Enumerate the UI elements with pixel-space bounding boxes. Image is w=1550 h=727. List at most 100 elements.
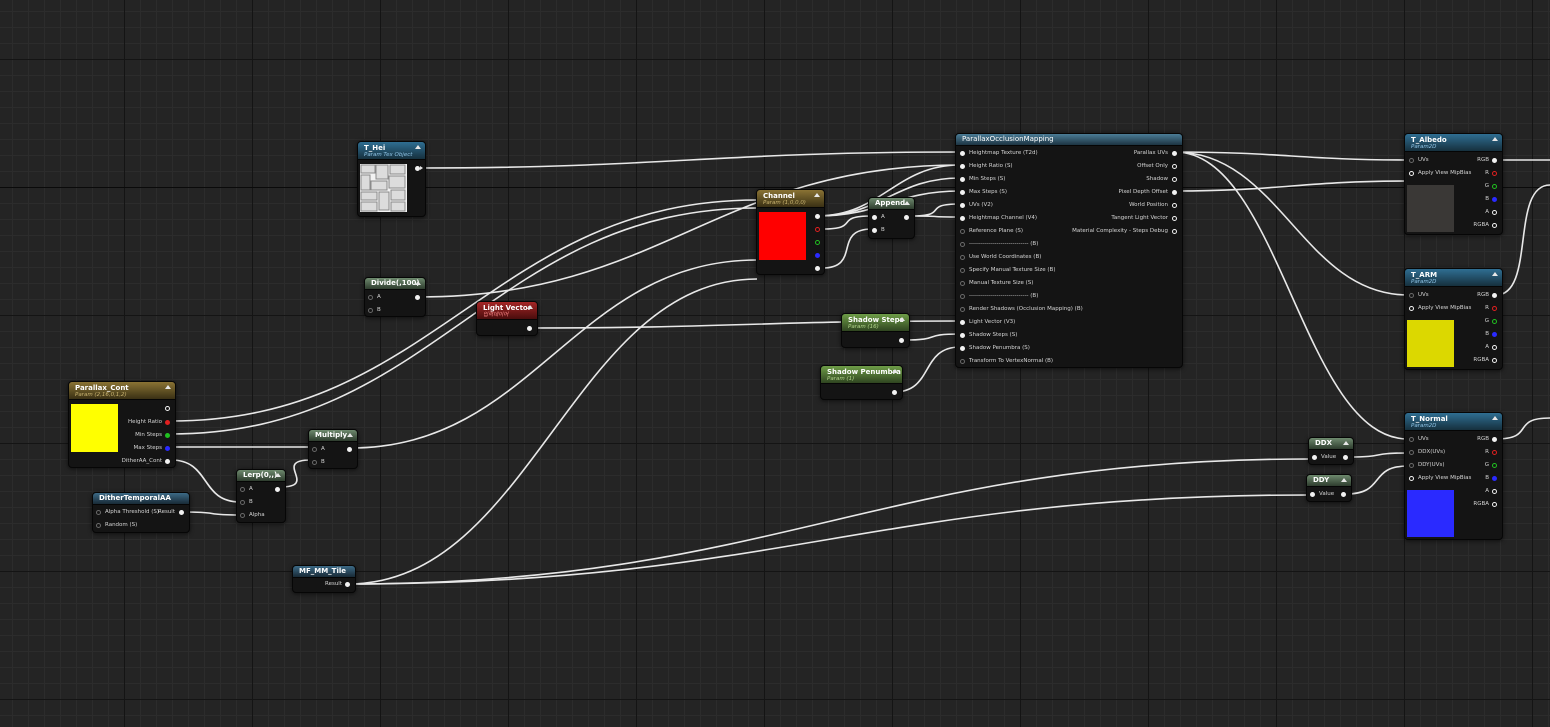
- alpha-threshold-input-pin[interactable]: [96, 510, 101, 515]
- a-output-pin[interactable]: [815, 266, 820, 271]
- node-shadow-penumbra[interactable]: Shadow Penumbra Param (1): [820, 365, 903, 400]
- texture-output-pin[interactable]: [1492, 171, 1497, 176]
- node-header[interactable]: Divide(,100): [365, 278, 425, 290]
- input-pin-b[interactable]: [368, 308, 373, 313]
- pom-input-pin[interactable]: [960, 177, 965, 182]
- node-mf-mm-tile[interactable]: MF_MM_Tile Result: [292, 565, 356, 593]
- collapse-arrow-icon[interactable]: [165, 385, 171, 389]
- pom-input-pin[interactable]: [960, 151, 965, 156]
- collapse-arrow-icon[interactable]: [1492, 416, 1498, 420]
- node-header[interactable]: T_Albedo Param2D: [1405, 134, 1502, 152]
- texture-output-pin[interactable]: [1492, 489, 1497, 494]
- node-header[interactable]: Append: [869, 198, 914, 210]
- texture-output-pin[interactable]: [1492, 345, 1497, 350]
- g-output-pin[interactable]: [815, 240, 820, 245]
- node-divide[interactable]: Divide(,100) A B: [364, 277, 426, 317]
- output-pin[interactable]: [904, 215, 909, 220]
- rgba-output-pin[interactable]: [165, 406, 170, 411]
- node-multiply[interactable]: Multiply A B: [308, 429, 358, 469]
- texture-output-pin[interactable]: [1492, 332, 1497, 337]
- rgba-output-pin[interactable]: [815, 214, 820, 219]
- node-header[interactable]: Shadow Steps Param (16): [842, 314, 909, 332]
- pom-output-pin[interactable]: [1172, 177, 1177, 182]
- collapse-arrow-icon[interactable]: [1492, 137, 1498, 141]
- output-pin[interactable]: [1343, 455, 1348, 460]
- result-output-pin[interactable]: [179, 510, 184, 515]
- pom-output-pin[interactable]: [1172, 203, 1177, 208]
- input-pin-b[interactable]: [240, 500, 245, 505]
- texture-output-pin[interactable]: [1492, 450, 1497, 455]
- pom-input-pin[interactable]: [960, 190, 965, 195]
- output-pin[interactable]: [527, 326, 532, 331]
- texture-output-pin[interactable]: [1492, 158, 1497, 163]
- pom-input-pin[interactable]: [960, 307, 965, 312]
- output-pin[interactable]: [892, 390, 897, 395]
- node-header[interactable]: DDY: [1307, 475, 1351, 487]
- pom-input-pin[interactable]: [960, 333, 965, 338]
- texture-output-pin[interactable]: [1492, 319, 1497, 324]
- pom-output-pin[interactable]: [1172, 151, 1177, 156]
- node-lerp[interactable]: Lerp(0,,) A B Alpha: [236, 469, 286, 523]
- texture-output-pin[interactable]: [1492, 210, 1497, 215]
- node-header[interactable]: T_Normal Param2D: [1405, 413, 1502, 431]
- texture-output-pin[interactable]: [1492, 293, 1497, 298]
- node-header[interactable]: Parallax_Cont Param (2,16,0,1,2): [69, 382, 175, 400]
- texture-input-pin[interactable]: [1409, 293, 1414, 298]
- node-header[interactable]: Light Vector 입력데이어: [477, 302, 537, 320]
- texture-output-pin[interactable]: [1492, 306, 1497, 311]
- node-header[interactable]: DitherTemporalAA: [93, 493, 189, 505]
- pom-input-pin[interactable]: [960, 229, 965, 234]
- texture-output-pin[interactable]: [1492, 463, 1497, 468]
- collapse-arrow-icon[interactable]: [904, 201, 910, 205]
- result-output-pin[interactable]: [345, 582, 350, 587]
- pom-input-pin[interactable]: [960, 281, 965, 286]
- texture-output-pin[interactable]: [1492, 476, 1497, 481]
- pom-input-pin[interactable]: [960, 164, 965, 169]
- texture-input-pin[interactable]: [1409, 306, 1414, 311]
- node-header[interactable]: Channel Param (1,0,0,0): [757, 190, 824, 208]
- pom-input-pin[interactable]: [960, 268, 965, 273]
- pom-input-pin[interactable]: [960, 294, 965, 299]
- node-ddy[interactable]: DDY Value: [1306, 474, 1352, 502]
- output-pin[interactable]: [347, 447, 352, 452]
- min-steps-output-pin[interactable]: [165, 433, 170, 438]
- node-header[interactable]: Lerp(0,,): [237, 470, 285, 482]
- height-ratio-output-pin[interactable]: [165, 420, 170, 425]
- node-ddx[interactable]: DDX Value: [1308, 437, 1354, 465]
- collapse-arrow-icon[interactable]: [1343, 441, 1349, 445]
- texture-input-pin[interactable]: [1409, 463, 1414, 468]
- pom-output-pin[interactable]: [1172, 229, 1177, 234]
- texture-output-pin[interactable]: [1492, 184, 1497, 189]
- r-output-pin[interactable]: [815, 227, 820, 232]
- texture-input-pin[interactable]: [1409, 450, 1414, 455]
- pom-output-pin[interactable]: [1172, 164, 1177, 169]
- pom-output-pin[interactable]: [1172, 216, 1177, 221]
- pom-input-pin[interactable]: [960, 346, 965, 351]
- input-pin-a[interactable]: [872, 215, 877, 220]
- texture-input-pin[interactable]: [1409, 158, 1414, 163]
- node-light-vector[interactable]: Light Vector 입력데이어: [476, 301, 538, 336]
- collapse-arrow-icon[interactable]: [527, 305, 533, 309]
- node-header[interactable]: MF_MM_Tile: [293, 566, 355, 578]
- input-pin-b[interactable]: [312, 460, 317, 465]
- node-parallax-cont[interactable]: Parallax_Cont Param (2,16,0,1,2) Height …: [68, 381, 176, 468]
- node-header[interactable]: T_ARM Param2D: [1405, 269, 1502, 287]
- texture-input-pin[interactable]: [1409, 171, 1414, 176]
- input-pin-a[interactable]: [368, 295, 373, 300]
- collapse-arrow-icon[interactable]: [415, 145, 421, 149]
- node-header[interactable]: Shadow Penumbra Param (1): [821, 366, 902, 384]
- node-header[interactable]: Multiply: [309, 430, 357, 442]
- pom-input-pin[interactable]: [960, 203, 965, 208]
- node-header[interactable]: ParallaxOcclusionMapping: [956, 134, 1182, 146]
- pom-output-pin[interactable]: [1172, 190, 1177, 195]
- pom-input-pin[interactable]: [960, 320, 965, 325]
- node-t-hei[interactable]: T_Hei Param Tex Object: [357, 141, 426, 217]
- node-header[interactable]: DDX: [1309, 438, 1353, 450]
- pom-input-pin[interactable]: [960, 359, 965, 364]
- collapse-arrow-icon[interactable]: [275, 473, 281, 477]
- texture-output-pin[interactable]: [415, 166, 420, 171]
- output-pin[interactable]: [415, 295, 420, 300]
- output-pin[interactable]: [1341, 492, 1346, 497]
- collapse-arrow-icon[interactable]: [347, 433, 353, 437]
